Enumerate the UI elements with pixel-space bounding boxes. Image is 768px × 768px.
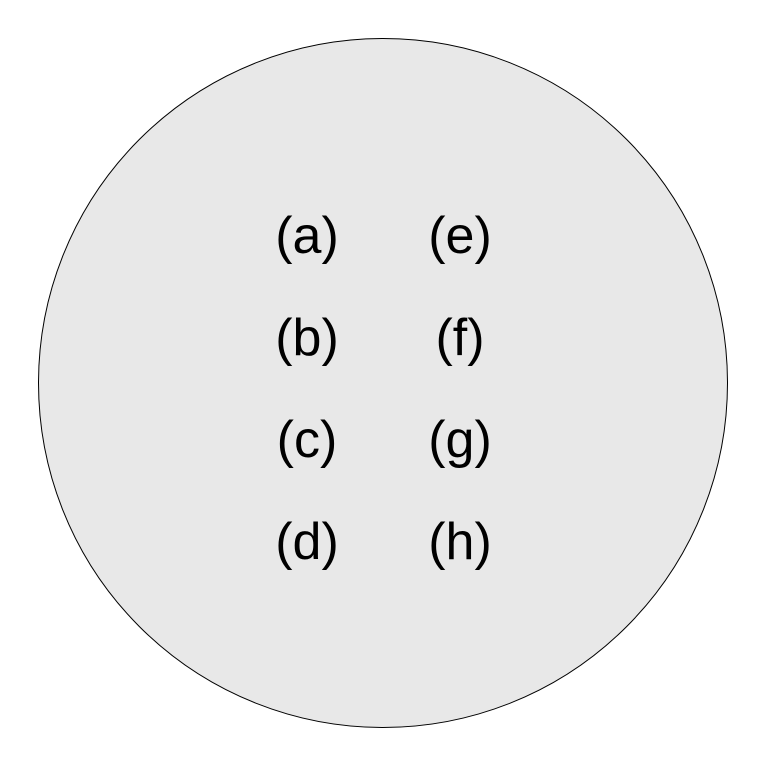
label-b: (b) — [275, 309, 339, 367]
label-d: (d) — [275, 513, 339, 571]
label-f: (f) — [435, 309, 485, 367]
label-h: (h) — [428, 513, 492, 571]
circle-shape — [38, 38, 728, 728]
label-g: (g) — [428, 411, 492, 469]
label-a: (a) — [275, 207, 339, 265]
label-c: (c) — [276, 411, 338, 469]
label-e: (e) — [428, 207, 492, 265]
